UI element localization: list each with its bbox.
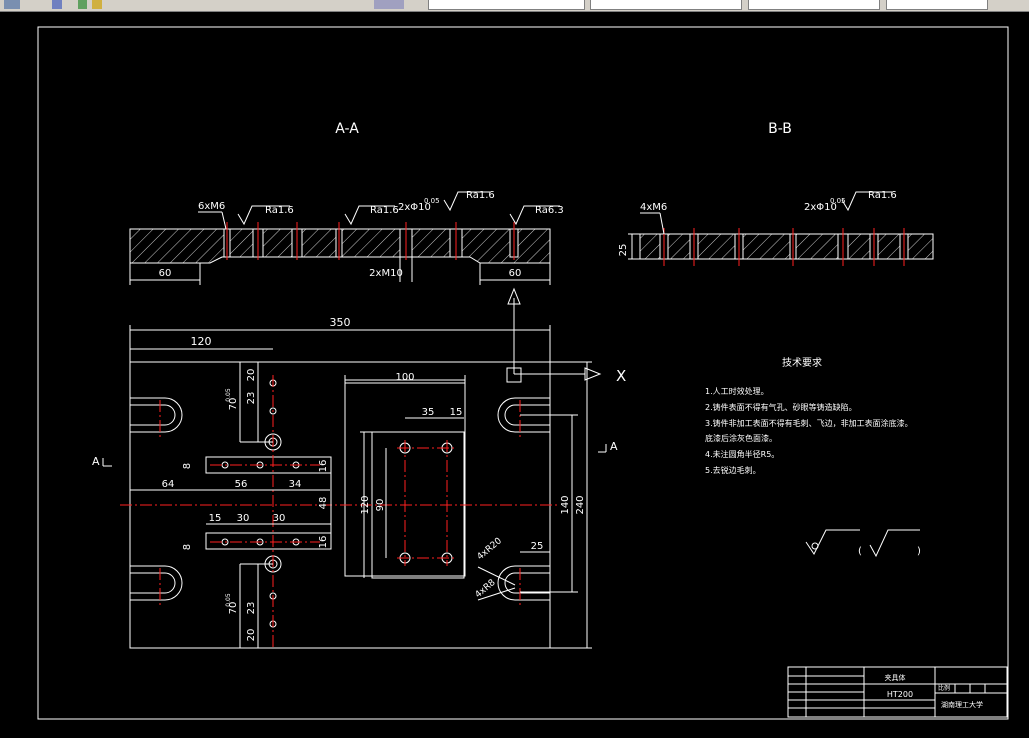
scale-label: 比例 — [938, 684, 950, 692]
tech-item-2: 2.铸件表面不得有气孔、砂眼等铸造缺陷。 — [705, 402, 857, 412]
layer-icon[interactable] — [4, 0, 20, 9]
dim-30a: 30 — [237, 513, 250, 524]
aa-dim-left: 60 — [159, 268, 172, 279]
aa-dim-right: 60 — [509, 268, 522, 279]
dim-8a: 8 — [182, 463, 193, 469]
aa-ra-1: Ra1.6 — [265, 205, 294, 216]
tech-item-3: 3.铸件非加工表面不得有毛刺、飞边，非加工表面涂底漆。 — [705, 418, 913, 428]
linetype-dropdown[interactable] — [590, 0, 742, 10]
section-aa-title: A-A — [335, 121, 359, 137]
aa-ra-4: Ra6.3 — [535, 205, 564, 216]
lineweight-dropdown[interactable] — [748, 0, 880, 10]
dim-8b: 8 — [182, 544, 193, 550]
dim-15b: 15 — [209, 513, 222, 524]
dim-140: 140 — [560, 495, 571, 514]
school: 湖南理工大学 — [941, 700, 983, 709]
tech-item-5: 4.未注圆角半径R5。 — [705, 449, 779, 459]
plotstyle-dropdown[interactable] — [886, 0, 988, 10]
dim-20a: 20 — [246, 369, 257, 382]
bb-ra-1: Ra1.6 — [868, 190, 897, 201]
dim-90: 90 — [375, 499, 386, 512]
dim-48: 48 — [318, 497, 329, 510]
svg-text:(: ( — [858, 546, 862, 557]
aa-callout-tol: 0.05 — [424, 197, 440, 205]
dim-20b: 20 — [246, 629, 257, 642]
dim-70a: 70 — [228, 398, 239, 411]
dim-r8: 4xR8 — [474, 578, 498, 601]
bb-callout-4xm6: 4xM6 — [640, 202, 667, 213]
title-block: 夹具体 HT200 湖南理工大学 比例 — [787, 666, 1008, 718]
section-bb: B-B 25 4xM6 2xΦ10 0.05 Ra1.6 — [618, 121, 934, 266]
dim-34: 34 — [289, 479, 302, 490]
dim-64: 64 — [162, 479, 175, 490]
dim-23a: 23 — [246, 392, 257, 405]
toolbar — [0, 0, 1029, 12]
dim-30b: 30 — [273, 513, 286, 524]
dim-overall: 350 — [330, 316, 351, 329]
tech-item-1: 1.人工时效处理。 — [705, 386, 769, 396]
plan-view: 350 120 100 35 15 20 23 70 0.05 8 16 64 … — [92, 316, 618, 649]
dim-005a: 0.05 — [225, 388, 232, 402]
section-aa: A-A 60 60 2xM10 — [129, 121, 564, 285]
layer-dropdown[interactable] — [428, 0, 585, 10]
svg-text:): ) — [917, 546, 921, 557]
dim-15: 15 — [450, 407, 463, 418]
layer-state-icon[interactable] — [78, 0, 87, 9]
dim-25: 25 — [531, 541, 544, 552]
aa-callout-6xm6: 6xM6 — [198, 201, 225, 212]
tech-requirements: 技术要求 1.人工时效处理。 2.铸件表面不得有气孔、砂眼等铸造缺陷。 3.铸件… — [705, 356, 913, 475]
sun-icon[interactable] — [52, 0, 62, 9]
aa-hole-note: 2xM10 — [369, 268, 403, 279]
dim-240: 240 — [575, 495, 586, 514]
ucs-icon: X — [506, 287, 626, 385]
tech-item-4: 底漆后涂灰色面漆。 — [705, 433, 777, 443]
aa-ra-3: Ra1.6 — [466, 190, 495, 201]
dim-23b: 23 — [246, 602, 257, 615]
color-icon[interactable] — [374, 0, 404, 9]
dim-35: 35 — [422, 407, 435, 418]
tech-title: 技术要求 — [782, 356, 822, 369]
dim-005b: 0.05 — [225, 593, 232, 607]
ucs-x-label: X — [616, 367, 626, 385]
dim-16a: 16 — [318, 460, 329, 473]
aa-callout-2xphi10: 2xΦ10 — [398, 202, 431, 213]
dim-70b: 70 — [228, 602, 239, 615]
dim-100: 100 — [395, 372, 414, 383]
section-bb-title: B-B — [768, 121, 792, 137]
lock-icon[interactable] — [92, 0, 102, 9]
dim-r20: 4xR20 — [476, 536, 505, 562]
bb-dim-height: 25 — [618, 244, 629, 257]
dim-16b: 16 — [318, 536, 329, 549]
dim-120v: 120 — [360, 495, 371, 514]
drawing-border — [37, 26, 1009, 720]
section-mark-left: A — [92, 455, 100, 468]
roughness-symbols: ( ) — [805, 529, 921, 558]
bb-callout-2xphi10: 2xΦ10 — [804, 202, 837, 213]
section-mark-right: A — [610, 440, 618, 453]
part-name: 夹具体 — [885, 673, 906, 682]
dim-56: 56 — [235, 479, 248, 490]
material: HT200 — [887, 690, 913, 699]
bb-callout-tol: 0.05 — [830, 197, 846, 205]
tech-item-6: 5.去锐边毛刺。 — [705, 465, 761, 475]
dim-120: 120 — [191, 335, 212, 348]
aa-ra-2: Ra1.6 — [370, 205, 399, 216]
